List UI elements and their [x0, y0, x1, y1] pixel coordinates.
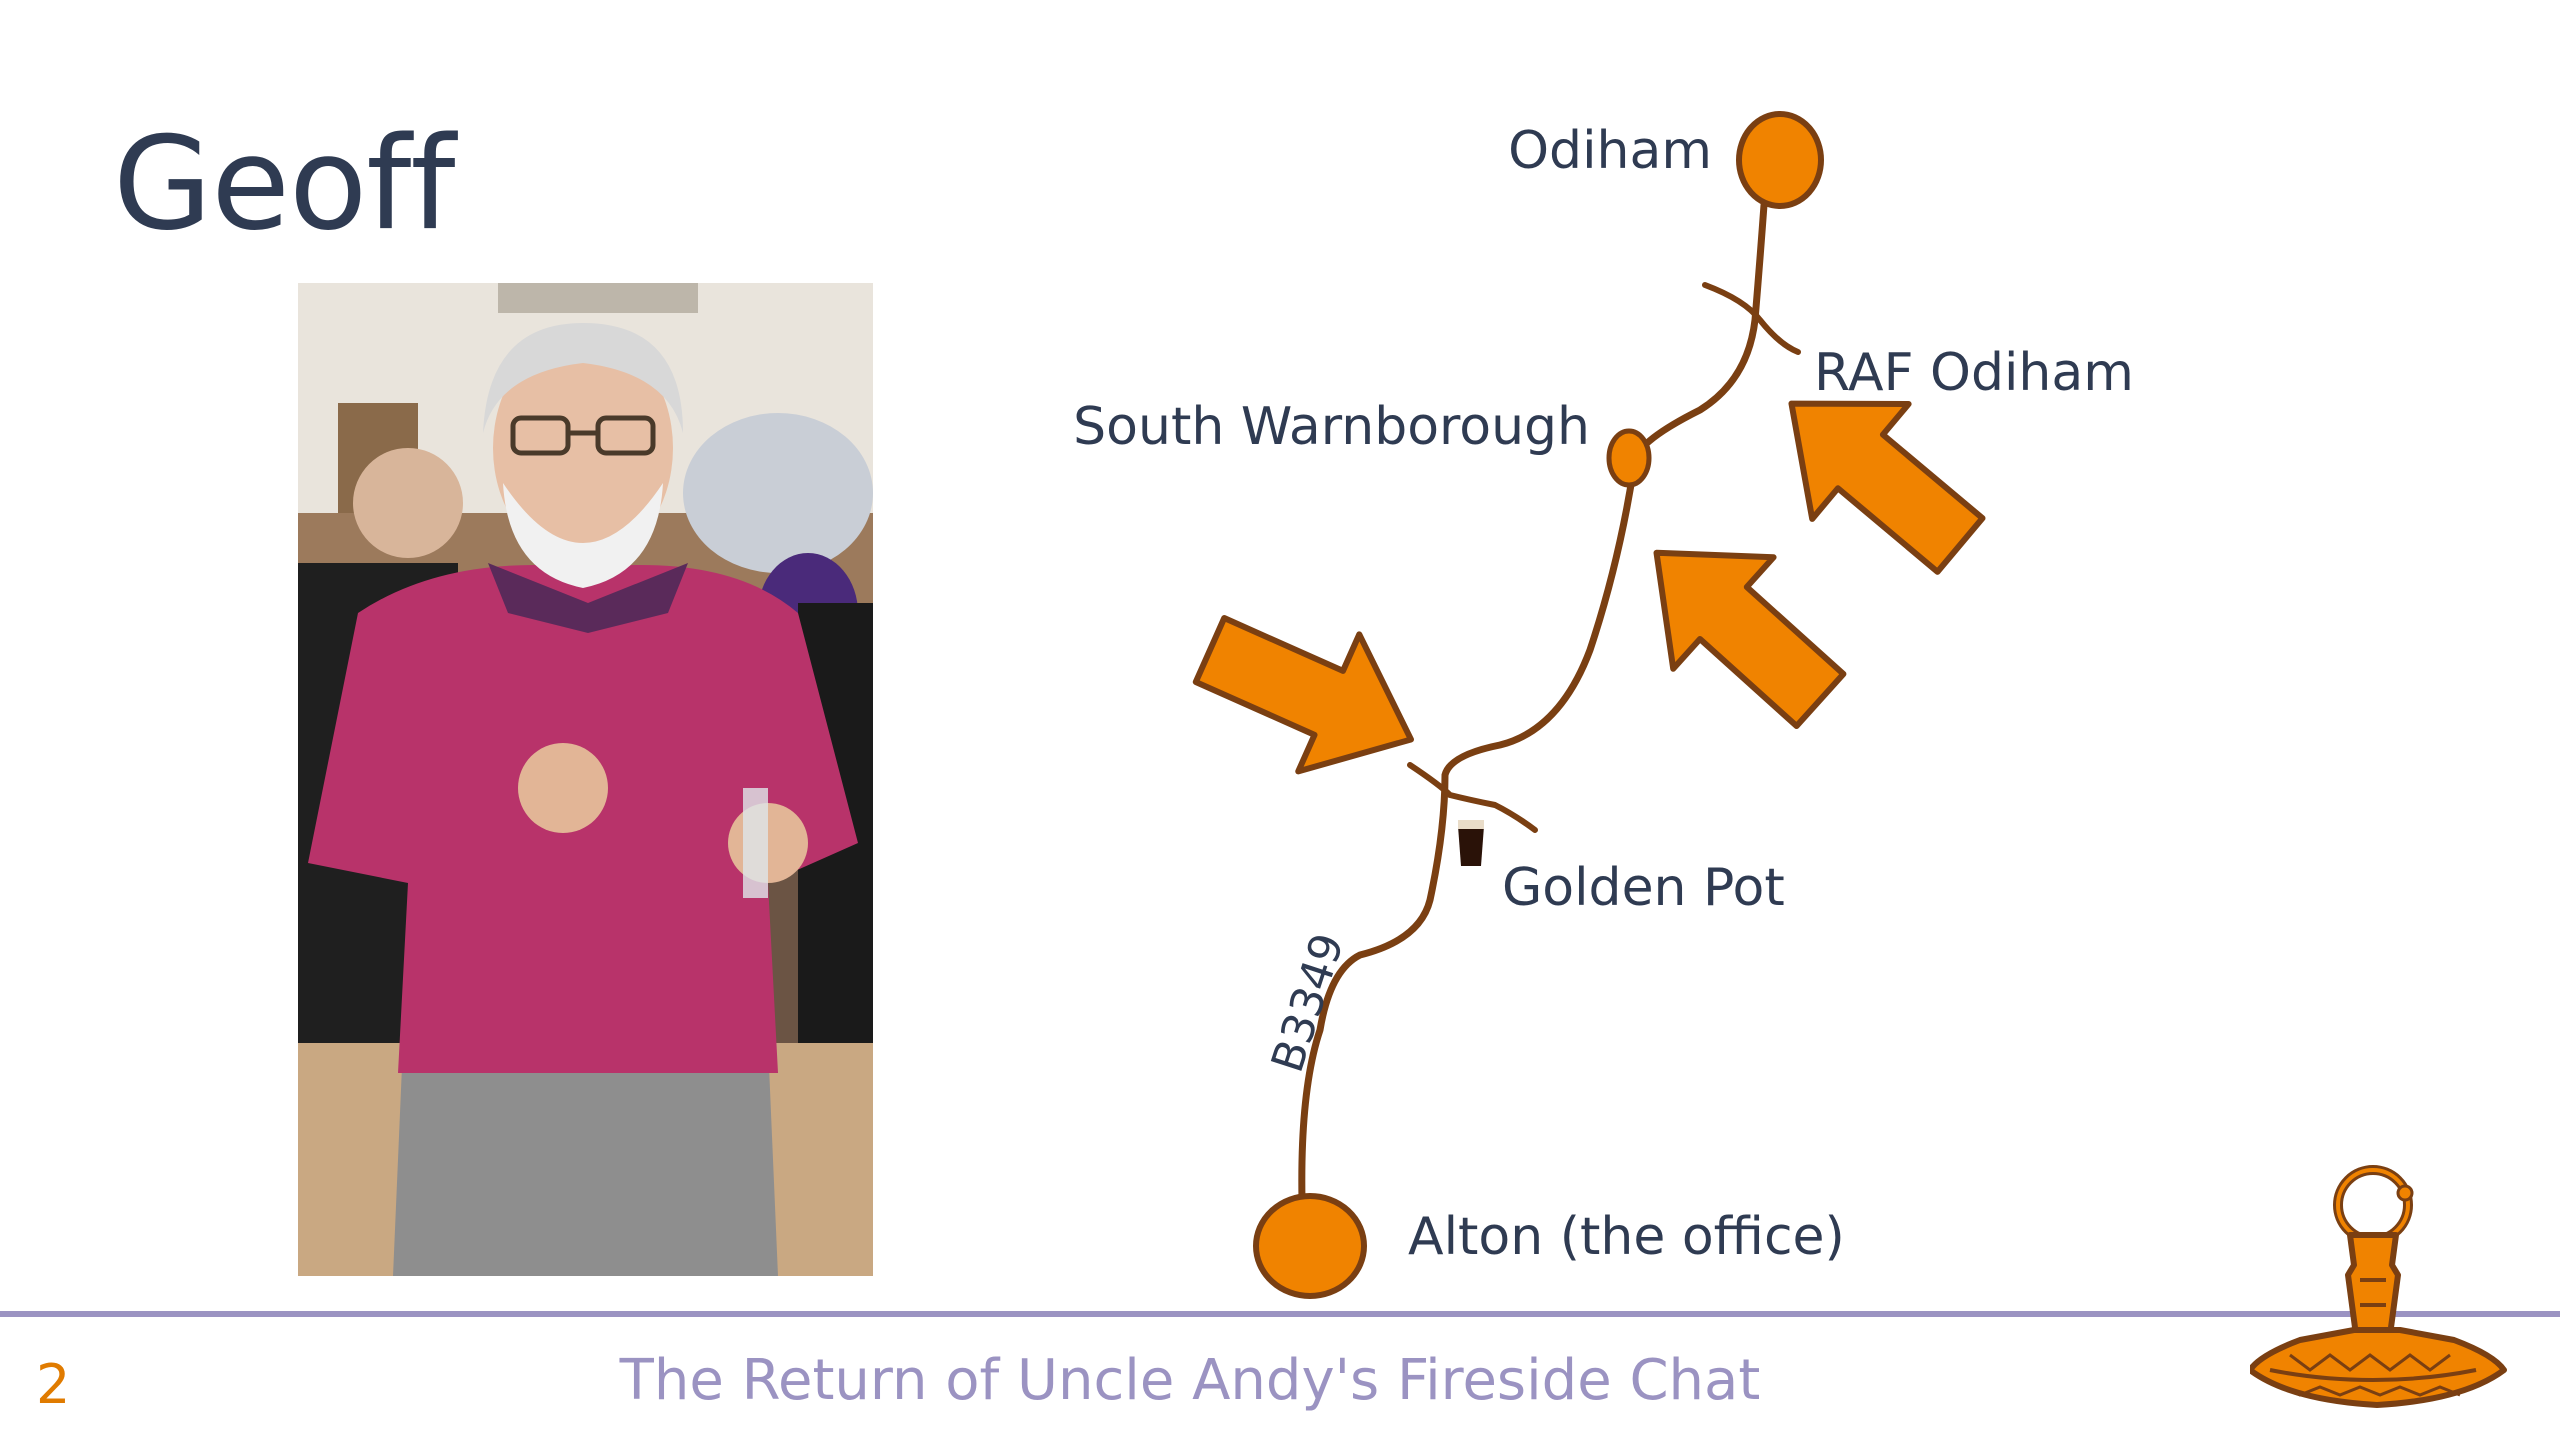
- arrow-left: [1192, 615, 1414, 775]
- label-raf-odiham: RAF Odiham: [1814, 343, 2134, 403]
- geoff-photo: [298, 283, 873, 1276]
- label-alton: Alton (the office): [1408, 1207, 1845, 1267]
- label-odiham: Odiham: [1508, 121, 1712, 181]
- road-golden-pot-junction: [1407, 762, 1538, 833]
- label-golden-pot: Golden Pot: [1502, 858, 1785, 918]
- south-warnborough-marker: [1606, 428, 1652, 488]
- road-b3349: [1298, 201, 1768, 1239]
- footer-title: The Return of Uncle Andy's Fireside Chat: [619, 1348, 1761, 1413]
- arrow-middle: [1653, 549, 1847, 730]
- alton-marker: [1253, 1193, 1367, 1299]
- page-number: 2: [36, 1353, 71, 1416]
- label-south-warnborough: South Warnborough: [1073, 397, 1590, 457]
- odiham-marker: [1736, 111, 1824, 209]
- pint-glass-icon: [1458, 820, 1484, 866]
- road-raf-junction: [1702, 282, 1801, 355]
- label-road-b3349: B3349: [1262, 927, 1354, 1078]
- arrow-right: [1788, 400, 1986, 575]
- photo-illustration: [298, 283, 873, 1276]
- footer-divider: [0, 1311, 2560, 1317]
- slide-title: Geoff: [113, 110, 455, 259]
- thors-hammer-logo: [2250, 1165, 2507, 1408]
